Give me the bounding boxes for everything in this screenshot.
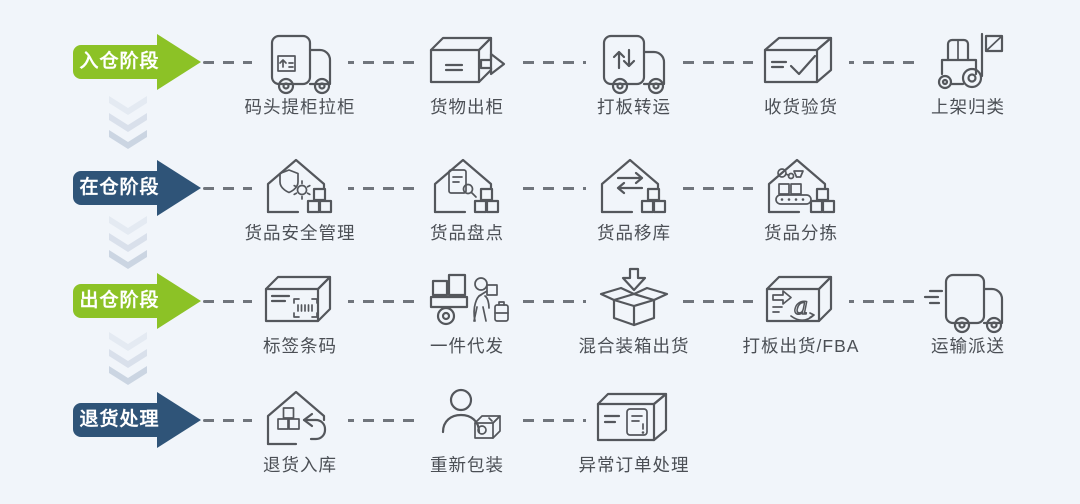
step-label: 运输派送 [931,336,1005,356]
flow-step: 码头提柜拉柜 [205,24,395,119]
flow-dashed-line [203,60,968,64]
step-label: 异常订单处理 [578,455,690,475]
flow-step: 异常订单处理 [539,382,729,477]
stage-arrow-outbound: 出仓阶段 [72,272,202,330]
truck-transfer-icon [586,24,682,100]
flow-step: a 打板出货/FBA [706,263,896,358]
step-label: 一件代发 [430,336,504,356]
flow-step: 收货验货 [706,24,896,119]
flow-step: 混合装箱出货 [539,263,729,358]
flow-step: 一件代发 [372,263,562,358]
flow-step: 货品分拣 [706,150,896,245]
flow-step: 上架归类 [873,24,1063,119]
stage-arrow-in-warehouse: 在仓阶段 [72,159,202,217]
chevron-down-icon [107,94,149,150]
stage-label: 出仓阶段 [79,290,160,311]
step-label: 货品移库 [597,223,671,243]
warehouse-move-icon [586,150,682,226]
step-label: 上架归类 [931,97,1005,117]
warehouse-shield-icon [252,150,348,226]
flow-step: 重新包装 [372,382,562,477]
step-label: 货物出柜 [430,97,504,117]
flow-step: 货品安全管理 [205,150,395,245]
stage-arrow-shape [73,392,201,448]
flow-step: 打板转运 [539,24,729,119]
stage-arrow-shape [73,273,201,329]
warehouse-sorting-icon [753,150,849,226]
flow-step: 退货入库 [205,382,395,477]
stage-arrow-inbound: 入仓阶段 [72,33,202,91]
truck-box-icon [252,24,348,100]
step-label: 重新包装 [430,455,504,475]
stage-arrow-shape [73,160,201,216]
flow-step: 货品移库 [539,150,729,245]
amazon-box-icon: a [753,263,849,339]
flow-dashed-line [203,418,634,422]
step-label: 打板转运 [597,97,671,117]
step-label: 货品盘点 [430,223,504,243]
flow-step: 货品盘点 [372,150,562,245]
stage-label: 入仓阶段 [79,51,160,72]
stage-label: 在仓阶段 [79,177,160,198]
delivery-truck-icon [920,263,1016,339]
warehouse-inventory-icon [419,150,515,226]
svg-text:a: a [794,292,808,320]
box-barcode-icon [252,263,348,339]
step-label: 混合装箱出货 [578,336,690,356]
forklift-icon [920,24,1016,100]
step-label: 退货入库 [263,455,337,475]
stage-arrow-returns: 退货处理 [72,391,202,449]
step-label: 标签条码 [263,336,337,356]
cart-person-icon [419,263,515,339]
step-label: 货品分拣 [764,223,838,243]
flow-step: 运输派送 [873,263,1063,358]
step-label: 打板出货/FBA [742,336,860,356]
step-label: 码头提柜拉柜 [244,97,356,117]
open-box-icon [586,263,682,339]
abnormal-order-icon [586,382,682,458]
step-label: 货品安全管理 [244,223,356,243]
chevron-down-icon [107,214,149,270]
stage-label: 退货处理 [79,409,160,430]
box-out-icon [419,24,515,100]
flow-step: 标签条码 [205,263,395,358]
chevron-down-icon [107,330,149,386]
repack-person-icon [419,382,515,458]
flow-step: 货物出柜 [372,24,562,119]
step-label: 收货验货 [764,97,838,117]
stage-arrow-shape [73,34,201,90]
box-check-icon [753,24,849,100]
flow-dashed-line [203,299,968,303]
return-warehouse-icon [252,382,348,458]
